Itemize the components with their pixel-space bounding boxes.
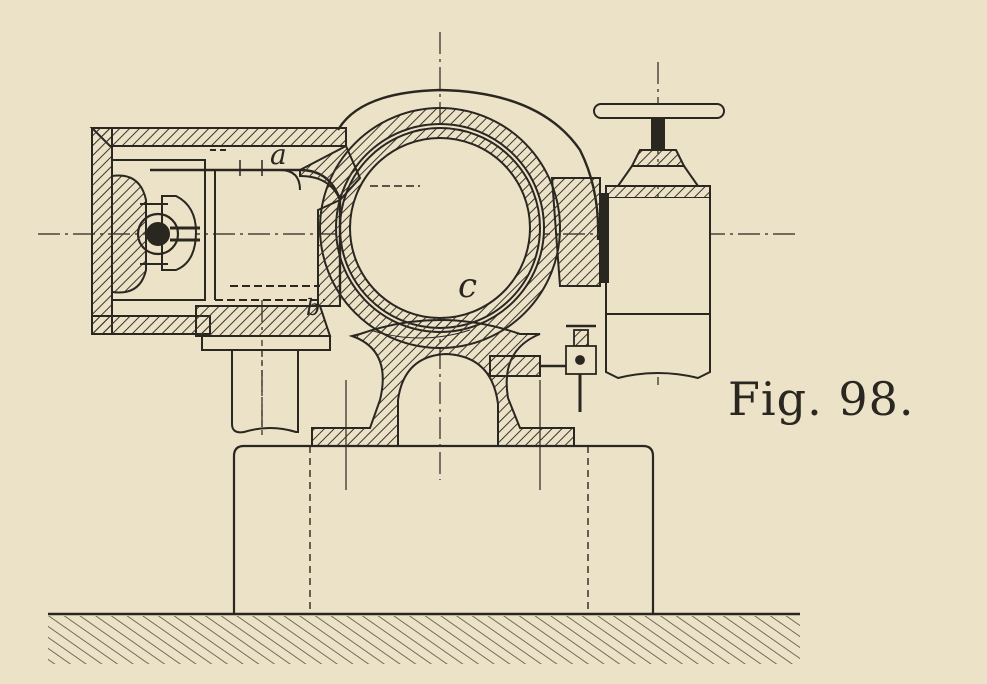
ground-hatching: [48, 612, 800, 664]
drain-cock: [565, 324, 597, 412]
cylinder: [369, 185, 471, 339]
valve-chamber: [112, 144, 362, 307]
piston-valve: [111, 174, 200, 294]
handwheel-valve: [593, 103, 725, 380]
pump-casing: [89, 88, 601, 447]
suction-pipe: [201, 335, 331, 434]
label-b: b: [306, 296, 321, 321]
figure-caption: Fig. 98.: [728, 372, 915, 426]
foundation-block: [232, 380, 655, 614]
label-a: a: [270, 138, 287, 171]
label-c: c: [458, 266, 478, 306]
